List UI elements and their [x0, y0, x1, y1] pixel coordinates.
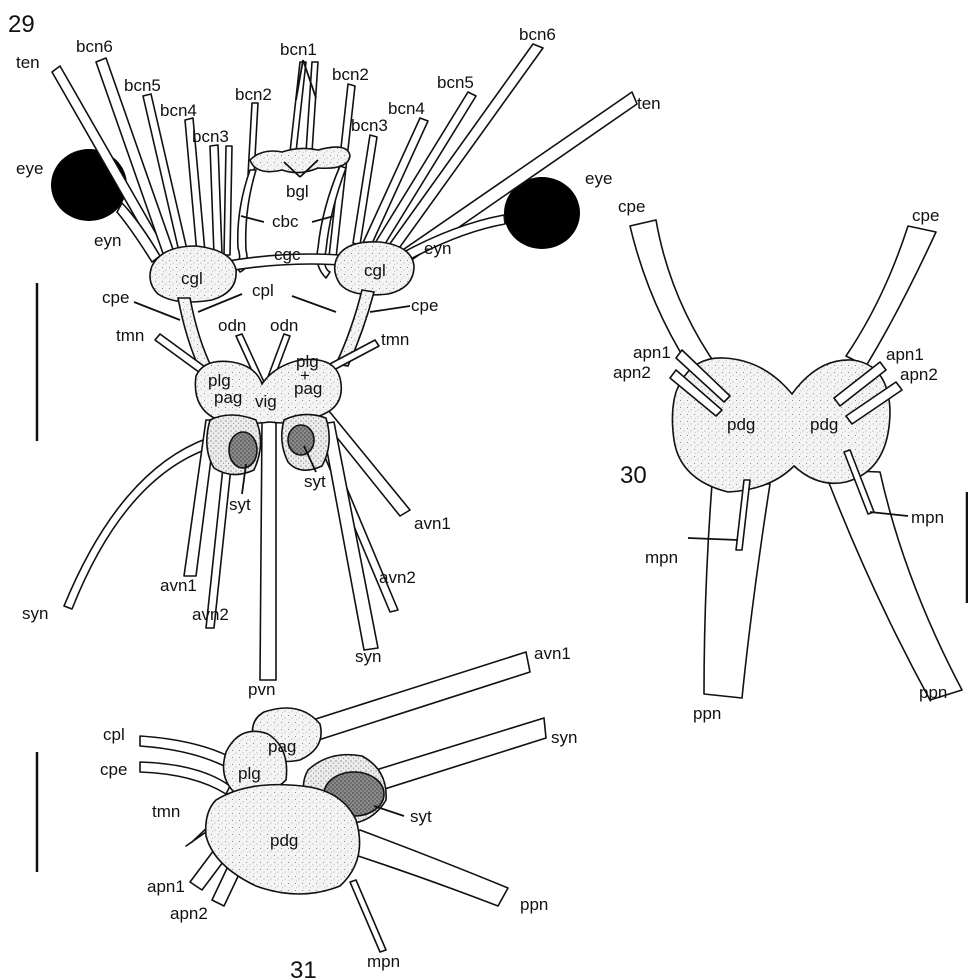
label-pag-right: pag: [294, 379, 322, 398]
figure-29: 29: [8, 11, 661, 699]
label-bcn1: bcn1: [280, 40, 317, 59]
label-bcn4-left: bcn4: [160, 101, 197, 120]
ppn-right-30: [824, 470, 962, 700]
label-cpe-right-30: cpe: [912, 206, 939, 225]
label-apn1-31: apn1: [147, 877, 185, 896]
label-bcn2-left: bcn2: [235, 85, 272, 104]
label-tmn-left: tmn: [116, 326, 144, 345]
label-plg-31: plg: [238, 764, 261, 783]
figure-number-30: 30: [620, 462, 647, 489]
ppn-left-30: [704, 484, 770, 698]
label-syt-31: syt: [410, 807, 432, 826]
label-eyn-right: eyn: [424, 239, 451, 258]
label-pdg-left-30: pdg: [727, 415, 755, 434]
cpe-31: [140, 762, 230, 794]
label-avn2-right: avn2: [379, 568, 416, 587]
label-ppn-left-30: ppn: [693, 704, 721, 723]
label-ppn-31: ppn: [520, 895, 548, 914]
bcn1-nerve-a: [290, 62, 306, 152]
label-odn-left: odn: [218, 316, 246, 335]
bcn3b-left-nerve: [224, 146, 232, 255]
figure-31: 31 avn1 syn cpl cpe pag plg tmn pdg syt …: [37, 644, 577, 980]
label-pag-31: pag: [268, 737, 296, 756]
label-avn1-right: avn1: [414, 514, 451, 533]
right-cephalic-nerves: [329, 44, 637, 268]
label-eyn-left: eyn: [94, 231, 121, 250]
label-mpn-31: mpn: [367, 952, 400, 971]
label-mpn-right-30: mpn: [911, 508, 944, 527]
label-cgl-right: cgl: [364, 261, 386, 280]
label-vig: vig: [255, 392, 277, 411]
label-pdg-31: pdg: [270, 831, 298, 850]
label-bcn5-left: bcn5: [124, 76, 161, 95]
label-cpe-left: cpe: [102, 288, 129, 307]
label-syt-right: syt: [304, 472, 326, 491]
label-avn2-left: avn2: [192, 605, 229, 624]
figure-30: 30 cpe cpe apn1 apn2 apn1 apn2 p: [613, 197, 967, 723]
label-bcn2-right: bcn2: [332, 65, 369, 84]
label-syn-right: syn: [355, 647, 381, 666]
label-cgl-left: cgl: [181, 269, 203, 288]
pvn-nerve: [260, 420, 276, 680]
label-cgc: cgc: [274, 245, 301, 264]
label-syt-left: syt: [229, 495, 251, 514]
label-bcn4-right: bcn4: [388, 99, 425, 118]
mpn-31: [350, 880, 386, 952]
label-apn1-left-30: apn1: [633, 343, 671, 362]
label-ten-right: ten: [637, 94, 661, 113]
bcn3-left-nerve: [210, 145, 222, 255]
eye-left-shape: [51, 149, 127, 221]
label-syn-31: syn: [551, 728, 577, 747]
label-avn1-31: avn1: [534, 644, 571, 663]
label-ppn-right-30: ppn: [919, 683, 947, 702]
label-apn2-left-30: apn2: [613, 363, 651, 382]
label-pag-left: pag: [214, 388, 242, 407]
label-tmn-31: tmn: [152, 802, 180, 821]
buccal-ganglia-shape: [250, 147, 350, 172]
label-bgl: bgl: [286, 182, 309, 201]
label-cpl-31: cpl: [103, 725, 125, 744]
syt-right-shape: [288, 425, 314, 455]
label-cpl: cpl: [252, 281, 274, 300]
label-bcn6-right: bcn6: [519, 25, 556, 44]
label-odn-right: odn: [270, 316, 298, 335]
label-cpe-31: cpe: [100, 760, 127, 779]
figure-number-31: 31: [290, 957, 317, 980]
label-apn2-31: apn2: [170, 904, 208, 923]
label-cbc: cbc: [272, 212, 299, 231]
label-bcn3-right: bcn3: [351, 116, 388, 135]
label-mpn-left-30: mpn: [645, 548, 678, 567]
label-bcn6-left: bcn6: [76, 37, 113, 56]
label-pvn: pvn: [248, 680, 275, 699]
syt-left-shape: [229, 432, 257, 468]
avn1-31: [300, 652, 530, 744]
label-apn2-right-30: apn2: [900, 365, 938, 384]
label-cpe-right: cpe: [411, 296, 438, 315]
label-bcn5-right: bcn5: [437, 73, 474, 92]
label-eye-left: eye: [16, 159, 43, 178]
label-eye-right: eye: [585, 169, 612, 188]
label-bcn3-left: bcn3: [192, 127, 229, 146]
figure-number-29: 29: [8, 11, 35, 38]
label-syn-left: syn: [22, 604, 48, 623]
label-apn1-right-30: apn1: [886, 345, 924, 364]
label-tmn-right: tmn: [381, 330, 409, 349]
label-avn1-left: avn1: [160, 576, 197, 595]
syn-right-nerve: [322, 422, 378, 650]
label-pdg-right-30: pdg: [810, 415, 838, 434]
label-cpe-left-30: cpe: [618, 197, 645, 216]
label-ten-left: ten: [16, 53, 40, 72]
